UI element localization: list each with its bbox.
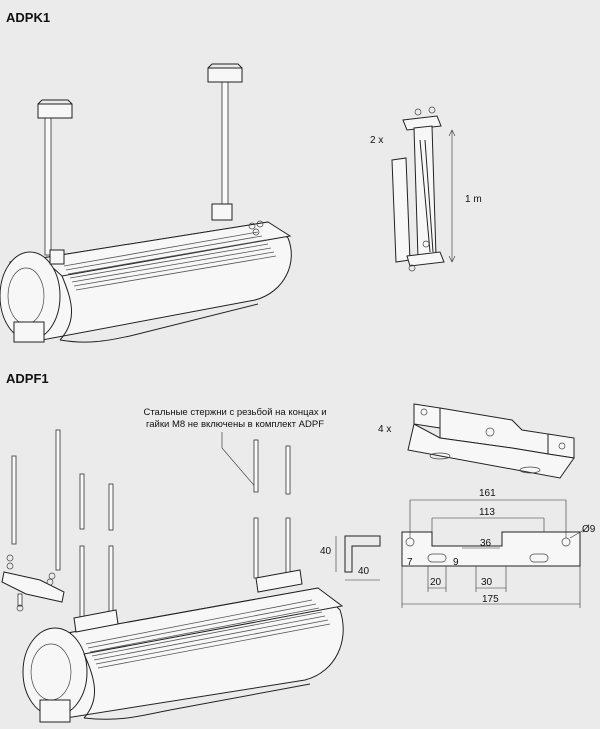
dim-center-gap: 36 (480, 538, 492, 549)
adpk1-title: ADPK1 (6, 10, 51, 25)
adpk1-grille (63, 231, 277, 291)
dim-left-slot: 20 (430, 577, 442, 588)
dim-right-slot: 30 (481, 577, 493, 588)
dim-hole-diameter: Ø9 (582, 524, 596, 535)
dim-total-length: 175 (482, 594, 499, 605)
dim-right-offset: 9 (453, 557, 459, 568)
dim-left-offset: 7 (407, 557, 413, 568)
adpf1-note: Стальные стержни с резьбой на концах и г… (130, 407, 340, 431)
adpf1-title: ADPF1 (6, 371, 49, 386)
adpk1-length-label: 1 m (465, 194, 482, 205)
adpf1-quantity-label: 4 x (378, 424, 392, 435)
adpk1-quantity-label: 2 x (370, 135, 384, 146)
adpf1-note-line2: гайки М8 не включены в комплект ADPF (146, 419, 324, 430)
profile-width-label: 40 (358, 566, 370, 577)
adpf1-grille (85, 599, 331, 669)
dim-hole-spacing: 161 (479, 488, 496, 499)
dim-inner-spacing: 113 (479, 507, 495, 518)
adpf1-note-line1: Стальные стержни с резьбой на концах и (143, 407, 327, 418)
profile-height-label: 40 (320, 546, 332, 557)
